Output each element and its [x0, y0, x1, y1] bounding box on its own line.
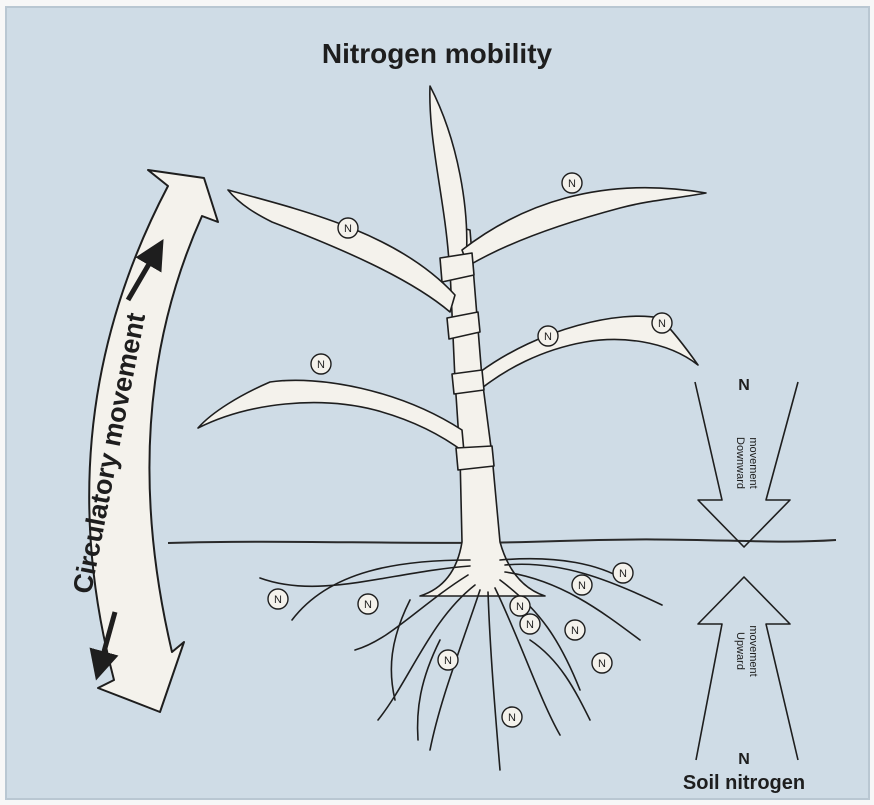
upward-label-line1: Upward	[734, 632, 746, 670]
n-marker-label: N	[444, 655, 452, 667]
n-marker: N	[520, 614, 540, 634]
n-marker-label: N	[364, 599, 372, 611]
upward-arrow: Upward movement N Soil nitrogen	[683, 577, 805, 794]
n-marker: N	[613, 563, 633, 583]
n-marker: N	[338, 218, 358, 238]
n-marker: N	[358, 594, 378, 614]
n-marker-label: N	[619, 568, 627, 580]
leaf-top	[430, 86, 467, 262]
leaf-lower-left	[198, 380, 464, 452]
n-marker-label: N	[544, 331, 552, 343]
downward-label-line1: Downward	[734, 437, 746, 489]
soil-nitrogen-label: Soil nitrogen	[683, 772, 805, 794]
n-marker: N	[502, 707, 522, 727]
n-marker-label: N	[526, 619, 534, 631]
n-marker: N	[572, 575, 592, 595]
n-marker: N	[592, 653, 612, 673]
n-marker-label: N	[578, 580, 586, 592]
downward-arrow: N Downward movement	[695, 377, 800, 547]
upward-label-line2: movement	[747, 625, 759, 676]
n-marker: N	[652, 313, 672, 333]
upward-n-symbol: N	[738, 751, 750, 768]
n-marker: N	[538, 326, 558, 346]
n-marker-label: N	[274, 594, 282, 606]
n-marker-label: N	[598, 658, 606, 670]
n-marker: N	[565, 620, 585, 640]
n-marker-label: N	[568, 178, 576, 190]
n-marker-label: N	[317, 359, 325, 371]
n-marker: N	[268, 589, 288, 609]
plant	[198, 86, 706, 596]
leaf-upper-right	[462, 188, 706, 266]
diagram-title: Nitrogen mobility	[322, 38, 553, 69]
soil-line	[168, 539, 836, 543]
n-marker-label: N	[571, 625, 579, 637]
circulatory-arrow: Circulatory movement	[67, 170, 218, 712]
n-marker-label: N	[508, 712, 516, 724]
n-marker-label: N	[516, 601, 524, 613]
leaf-upper-left	[228, 190, 455, 312]
n-marker: N	[510, 596, 530, 616]
n-marker: N	[562, 173, 582, 193]
n-marker-label: N	[658, 318, 666, 330]
n-marker-label: N	[344, 223, 352, 235]
downward-label-line2: movement	[747, 437, 759, 488]
n-marker: N	[311, 354, 331, 374]
n-marker: N	[438, 650, 458, 670]
downward-n-symbol: N	[738, 377, 750, 394]
